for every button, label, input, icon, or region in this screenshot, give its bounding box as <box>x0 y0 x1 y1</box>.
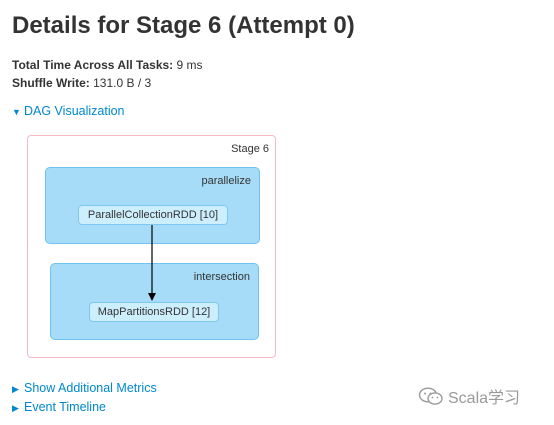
watermark: Scala学习 <box>418 384 520 408</box>
event-timeline-label: Event Timeline <box>24 400 106 414</box>
show-additional-metrics-label: Show Additional Metrics <box>24 381 157 395</box>
total-time-label: Total Time Across All Tasks: <box>12 58 174 72</box>
total-time-row: Total Time Across All Tasks: 9 ms <box>12 56 203 74</box>
cluster-label-parallelize: parallelize <box>201 175 251 187</box>
show-additional-metrics-toggle[interactable]: ▶ Show Additional Metrics <box>12 381 157 395</box>
dag-visualization-toggle[interactable]: ▼DAG Visualization <box>12 104 125 118</box>
cluster-parallelize[interactable]: parallelize ParallelCollectionRDD [10] <box>45 167 260 244</box>
shuffle-write-label: Shuffle Write: <box>12 76 90 90</box>
shuffle-write-row: Shuffle Write: 131.0 B / 3 <box>12 74 203 92</box>
stage-label: Stage 6 <box>231 143 269 155</box>
dag-stage-box: Stage 6 parallelize ParallelCollectionRD… <box>27 135 276 358</box>
total-time-value: 9 ms <box>176 58 203 72</box>
stage-summary: Total Time Across All Tasks: 9 ms Shuffl… <box>12 56 203 92</box>
rdd-node-parallel-collection[interactable]: ParallelCollectionRDD [10] <box>78 205 228 225</box>
rdd-node-map-partitions[interactable]: MapPartitionsRDD [12] <box>89 302 219 322</box>
caret-down-icon: ▼ <box>12 107 21 117</box>
dag-edge-arrow <box>148 225 156 301</box>
wechat-icon <box>418 387 443 405</box>
watermark-text: Scala学习 <box>448 390 521 407</box>
caret-right-icon: ▶ <box>12 403 19 413</box>
event-timeline-toggle[interactable]: ▶ Event Timeline <box>12 400 106 414</box>
caret-right-icon: ▶ <box>12 384 19 394</box>
shuffle-write-value: 131.0 B / 3 <box>93 76 152 90</box>
page-title: Details for Stage 6 (Attempt 0) <box>12 12 355 39</box>
cluster-intersection[interactable]: intersection MapPartitionsRDD [12] <box>50 263 259 340</box>
dag-visualization-label: DAG Visualization <box>24 104 125 118</box>
dag-edge-arrowhead <box>148 293 156 301</box>
cluster-label-intersection: intersection <box>193 271 250 283</box>
